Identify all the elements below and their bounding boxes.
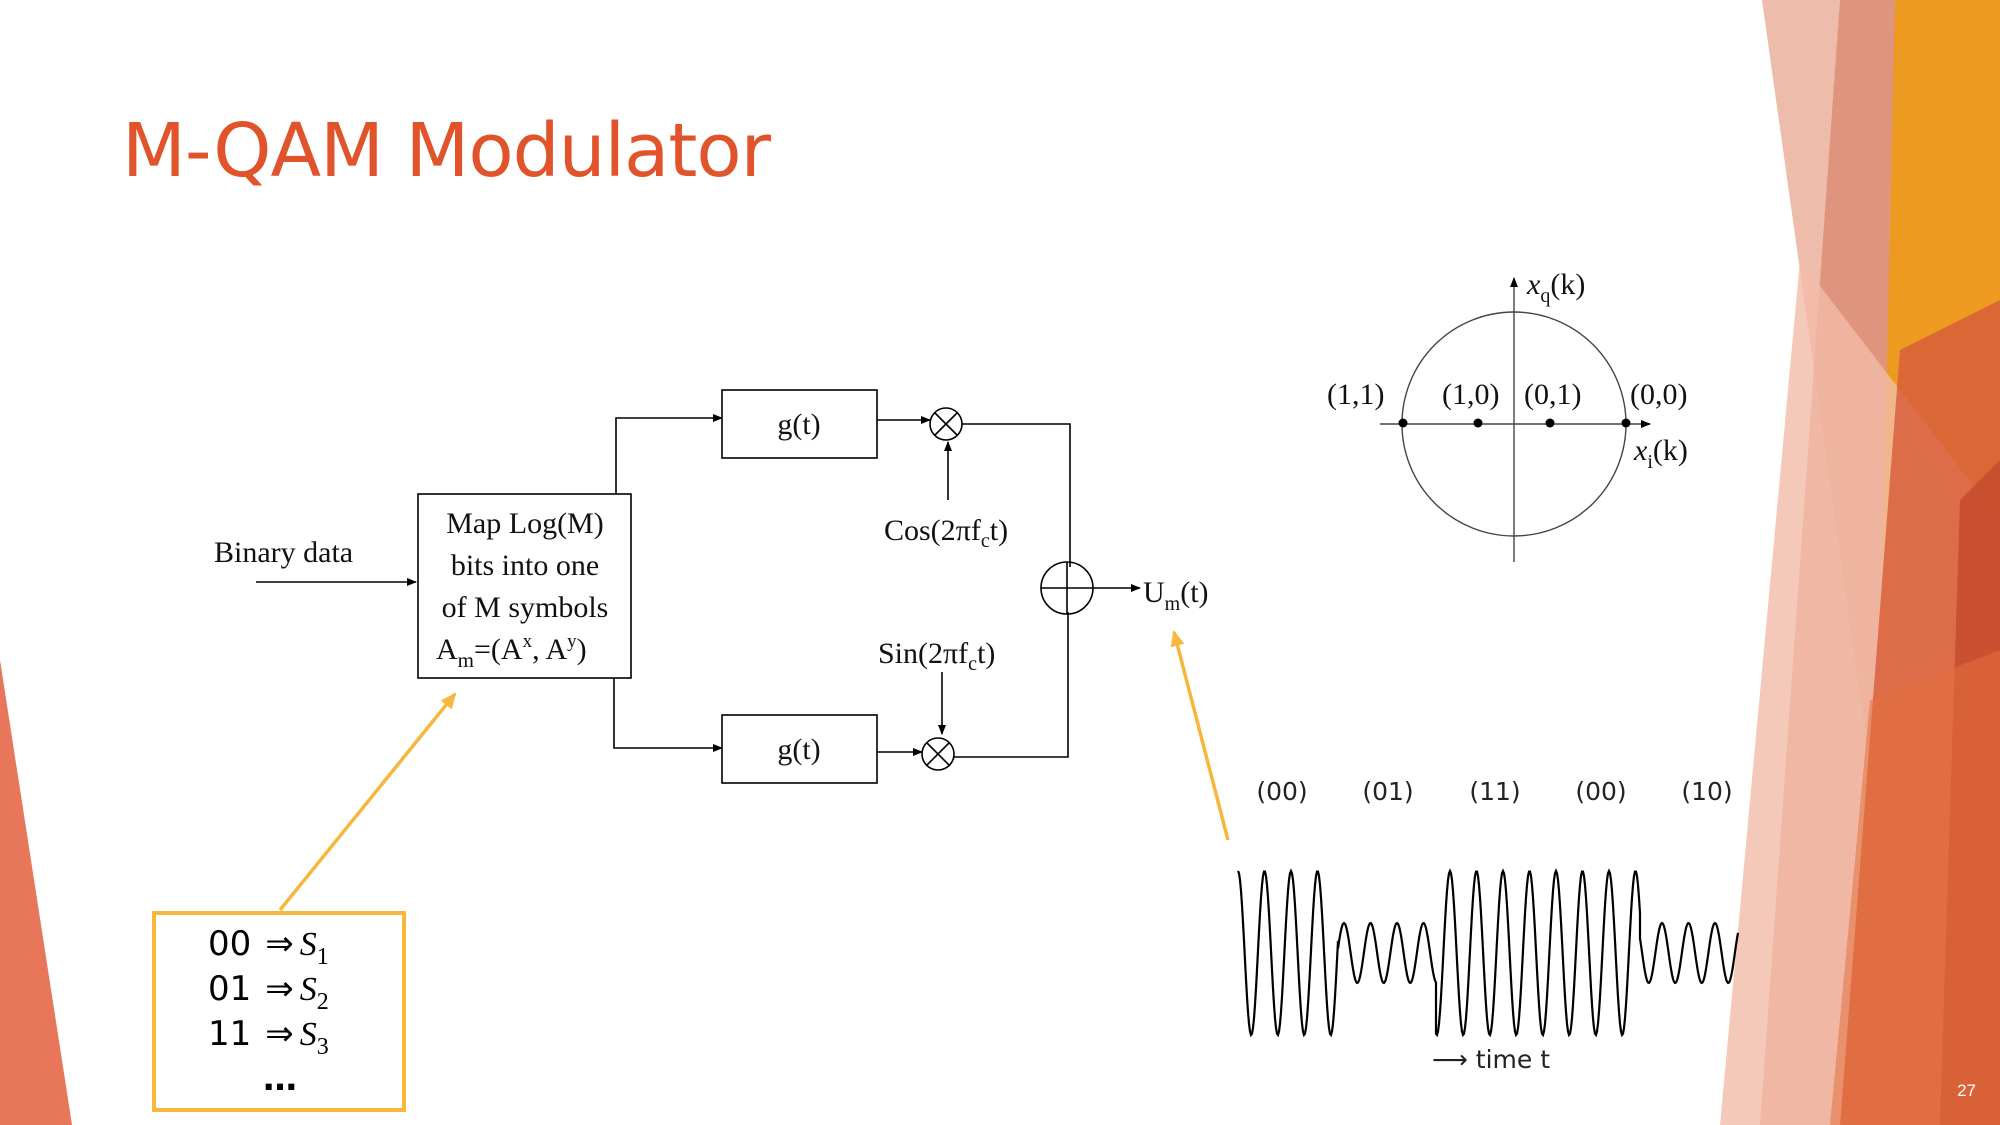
filter-top-box — [721, 389, 878, 459]
qam-waveform — [1236, 868, 1740, 1038]
mapping-row-1: 00⇒S1 — [208, 924, 329, 970]
constellation-label-11: (1,1) — [1327, 378, 1384, 411]
mapping-row-2: 01⇒S2 — [208, 969, 329, 1015]
mixer-bottom — [921, 737, 955, 771]
constellation-point-01 — [1545, 418, 1555, 428]
mapper-symbol: Am=(Ax, Ay) — [436, 631, 587, 672]
constellation-points — [1398, 418, 1631, 428]
waveform-symbol-3: (11) — [1469, 777, 1520, 806]
mapper-box — [417, 493, 632, 679]
slide-title: M-QAM Modulator — [122, 108, 771, 194]
decorative-ribbon-right — [1720, 0, 2000, 1125]
block-diagram — [256, 389, 1141, 784]
constellation-diagram — [1380, 277, 1651, 562]
bottom-to-adder-line — [954, 612, 1069, 758]
filter-top-label: g(t) — [777, 408, 820, 441]
mapper-line-1: Map Log(M) — [446, 507, 603, 540]
output-label: Um(t) — [1143, 576, 1209, 615]
decorative-wedge-left — [0, 660, 72, 1125]
axis-q-label: xq(k) — [1526, 268, 1585, 307]
callout-arrow-mapping — [278, 692, 457, 912]
bottom-branch-arrow — [613, 678, 723, 752]
waveform-symbol-2: (01) — [1362, 777, 1413, 806]
input-label: Binary data — [214, 536, 353, 569]
mapping-table: 00⇒S1 01⇒S2 11⇒S3 … — [208, 924, 329, 1099]
constellation-point-11 — [1398, 418, 1408, 428]
top-branch-arrow — [615, 414, 723, 494]
mapping-table-box — [152, 911, 406, 1112]
top-to-adder-line — [962, 423, 1071, 567]
filter-bottom-label: g(t) — [777, 733, 820, 766]
constellation-label-00: (0,0) — [1630, 378, 1687, 411]
axis-i-label: xi(k) — [1633, 434, 1688, 473]
sin-carrier-label: Sin(2πfct) — [878, 637, 995, 675]
page-number: 27 — [1957, 1081, 1976, 1100]
constellation-point-10 — [1473, 418, 1483, 428]
mapper-line-3: of M symbols — [442, 591, 609, 624]
constellation-point-00 — [1621, 418, 1631, 428]
constellation-label-01: (0,1) — [1524, 378, 1581, 411]
mapper-line-2: bits into one — [451, 549, 599, 582]
constellation-label-10: (1,0) — [1442, 378, 1499, 411]
time-axis-label: ⟶ time t — [1432, 1045, 1550, 1074]
waveform-symbol-5: (10) — [1681, 777, 1732, 806]
cos-carrier-label: Cos(2πfct) — [884, 514, 1008, 552]
callout-arrow-waveform — [1170, 630, 1230, 841]
waveform-symbol-1: (00) — [1256, 777, 1307, 806]
mapping-row-3: 11⇒S3 — [208, 1014, 329, 1060]
mapping-ellipsis: … — [263, 1059, 297, 1099]
waveform-symbol-4: (00) — [1575, 777, 1626, 806]
filter-bottom-box — [721, 714, 878, 784]
